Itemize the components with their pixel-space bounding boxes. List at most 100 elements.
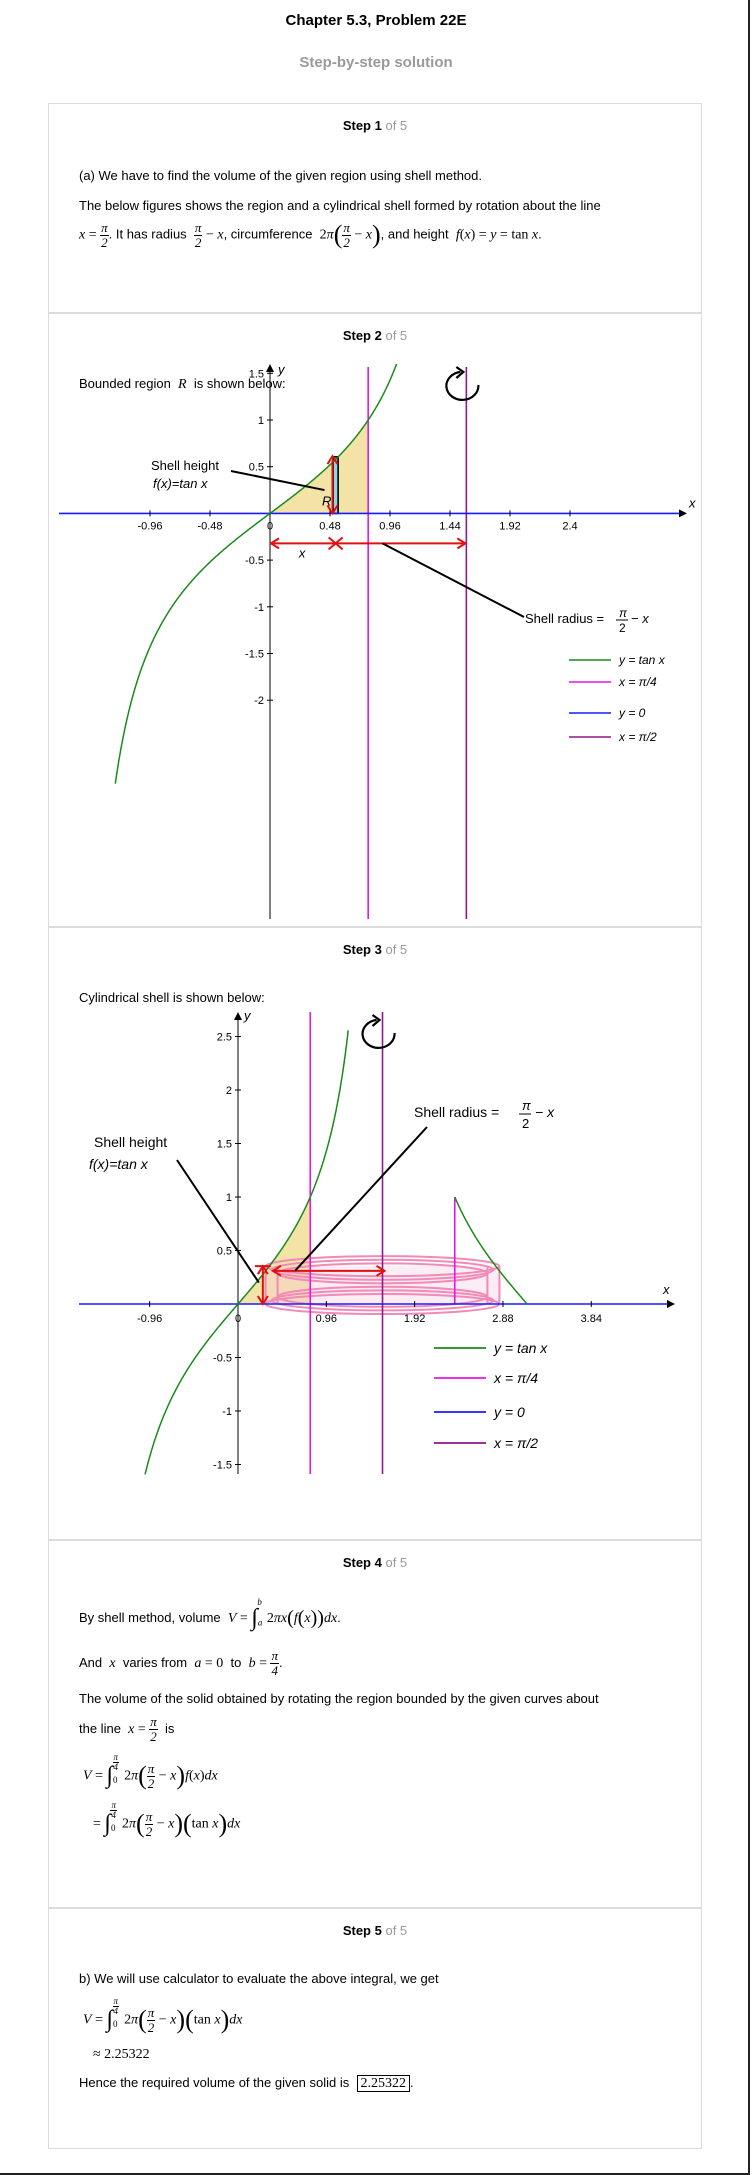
rotation-icon xyxy=(361,1018,396,1049)
arrow-head xyxy=(271,1264,282,1277)
legend-label: y = 0 xyxy=(493,1404,525,1420)
x-tick-label: 2.4 xyxy=(562,520,577,532)
intro-text-end: is shown below: xyxy=(193,376,286,391)
and-text: And xyxy=(79,1654,103,1670)
shell-method-text: By shell method, volume xyxy=(79,1609,221,1625)
arrow-head xyxy=(375,1264,387,1277)
is-text: is xyxy=(165,1720,175,1736)
y-tick-label: 2 xyxy=(226,1085,232,1097)
x-axis-arrow xyxy=(667,1300,675,1308)
legend-label: x = π/4 xyxy=(618,675,657,689)
answer-box: 2.25322 xyxy=(356,2075,410,2092)
y-tick-label: 1 xyxy=(258,415,264,427)
step-label: Step 3 xyxy=(342,942,382,957)
shell-marker xyxy=(327,536,344,551)
intro-text: Bounded region xyxy=(79,376,171,391)
to-text: to xyxy=(230,1654,242,1670)
step-2-heading: Step 2 of 5 xyxy=(49,328,701,343)
pointer-line xyxy=(176,1159,260,1284)
y-tick-label: 0.5 xyxy=(217,1246,232,1258)
y-axis-label: y xyxy=(243,1012,252,1023)
x-tick-label: 3.84 xyxy=(581,1313,602,1325)
legend-label: y = tan x xyxy=(618,653,666,667)
step-count: of 5 xyxy=(385,942,408,957)
step-count: of 5 xyxy=(385,1923,408,1938)
y-tick-label: 0.5 xyxy=(249,462,264,474)
approx-value: ≈ 2.25322 xyxy=(93,2047,150,2062)
tan-curve xyxy=(144,1030,349,1475)
height-text: , and height xyxy=(380,226,449,242)
height-arrow-head xyxy=(326,454,339,465)
y-tick-label: -1.5 xyxy=(245,649,264,661)
y-axis-label: y xyxy=(277,364,286,377)
x-axis-label: x xyxy=(688,495,696,510)
step-4-card: Step 4 of 5 By shell method, volume V = … xyxy=(48,1540,702,1908)
x-tick-label: -0.96 xyxy=(137,520,162,532)
y-tick-label: -0.5 xyxy=(245,555,264,567)
shell-height-label: Shell height xyxy=(94,1134,167,1150)
rotation-arrow-icon xyxy=(455,366,466,379)
step-count: of 5 xyxy=(385,118,408,133)
shell-radius-fraction: 2 xyxy=(619,621,626,635)
rotation-icon xyxy=(445,370,480,401)
step-4-line-1: By shell method, volume V = ∫ab2πx(f(x))… xyxy=(79,1596,341,1631)
step-label: Step 5 xyxy=(342,1923,382,1938)
y-axis-arrow xyxy=(234,1012,242,1020)
arrow-head xyxy=(269,537,280,550)
step-3-heading: Step 3 of 5 xyxy=(49,942,701,957)
x-axis-arrow xyxy=(679,509,687,518)
y-tick-label: -2 xyxy=(254,695,264,707)
y-tick-label: 1.5 xyxy=(217,1139,232,1151)
step-label: Step 2 xyxy=(342,328,382,343)
step-3-card: Step 3 of 5 Cylindrical shell is shown b… xyxy=(48,927,702,1540)
step-4-line-3: The volume of the solid obtained by rota… xyxy=(79,1691,599,1706)
radius-text: . It has radius xyxy=(108,226,187,242)
y-axis-arrow xyxy=(266,364,274,372)
x-tick-label: 1.92 xyxy=(499,520,520,532)
y-tick-label: -0.5 xyxy=(213,1353,232,1365)
step-1-heading: Step 1 of 5 xyxy=(49,118,701,133)
shell-height-formula: f(x)=tan x xyxy=(153,476,208,491)
step-5-final-line: Hence the required volume of the given s… xyxy=(79,2075,414,2092)
legend-label: y = 0 xyxy=(618,706,646,720)
bounded-region-graph: xy-0.96-0.4800.480.961.441.922.42.521.51… xyxy=(59,364,696,919)
shell-rectangle xyxy=(332,455,339,515)
x-tick-label: 1.44 xyxy=(439,520,460,532)
shell-radius-fraction: π xyxy=(522,1098,531,1113)
x-distance-label: x xyxy=(298,545,306,560)
step-5-line-1: b) We will use calculator to evaluate th… xyxy=(79,1971,439,1986)
step-1-line-1: (a) We have to find the volume of the gi… xyxy=(79,168,482,183)
page-subtitle: Step-by-step solution xyxy=(299,54,453,71)
y-tick-label: 1 xyxy=(226,1192,232,1204)
step-count: of 5 xyxy=(385,1555,408,1570)
step-label: Step 1 xyxy=(342,118,382,133)
shell-radius-rest: − x xyxy=(535,1104,555,1120)
region-label: R xyxy=(322,493,331,508)
step-1-card: Step 1 of 5 (a) We have to find the volu… xyxy=(48,103,702,313)
x-tick-label: -0.48 xyxy=(197,520,222,532)
shell-radius-label: Shell radius = xyxy=(525,611,604,626)
shell-radius-fraction: 2 xyxy=(522,1116,529,1131)
arrow-head xyxy=(456,537,468,550)
x-tick-label: 2.88 xyxy=(492,1313,513,1325)
y-tick-label: 1.5 xyxy=(249,368,264,380)
step-5-heading: Step 5 of 5 xyxy=(49,1923,701,1938)
shell-radius-label: Shell radius = xyxy=(414,1104,499,1120)
x-tick-label: 0.48 xyxy=(319,520,340,532)
x-tick-label: 0.96 xyxy=(379,520,400,532)
step-count: of 5 xyxy=(385,328,408,343)
x-axis-label: x xyxy=(662,1282,670,1297)
y-tick-label: -1 xyxy=(222,1406,232,1418)
step-2-card: Step 2 of 5 Bounded region R is shown be… xyxy=(48,313,702,927)
the-line-text: the line xyxy=(79,1720,121,1736)
pointer-line xyxy=(382,542,525,618)
x-tick-label: 0 xyxy=(235,1313,241,1325)
shell-height-formula: f(x)=tan x xyxy=(89,1156,149,1172)
legend-label: y = tan x xyxy=(493,1340,548,1356)
